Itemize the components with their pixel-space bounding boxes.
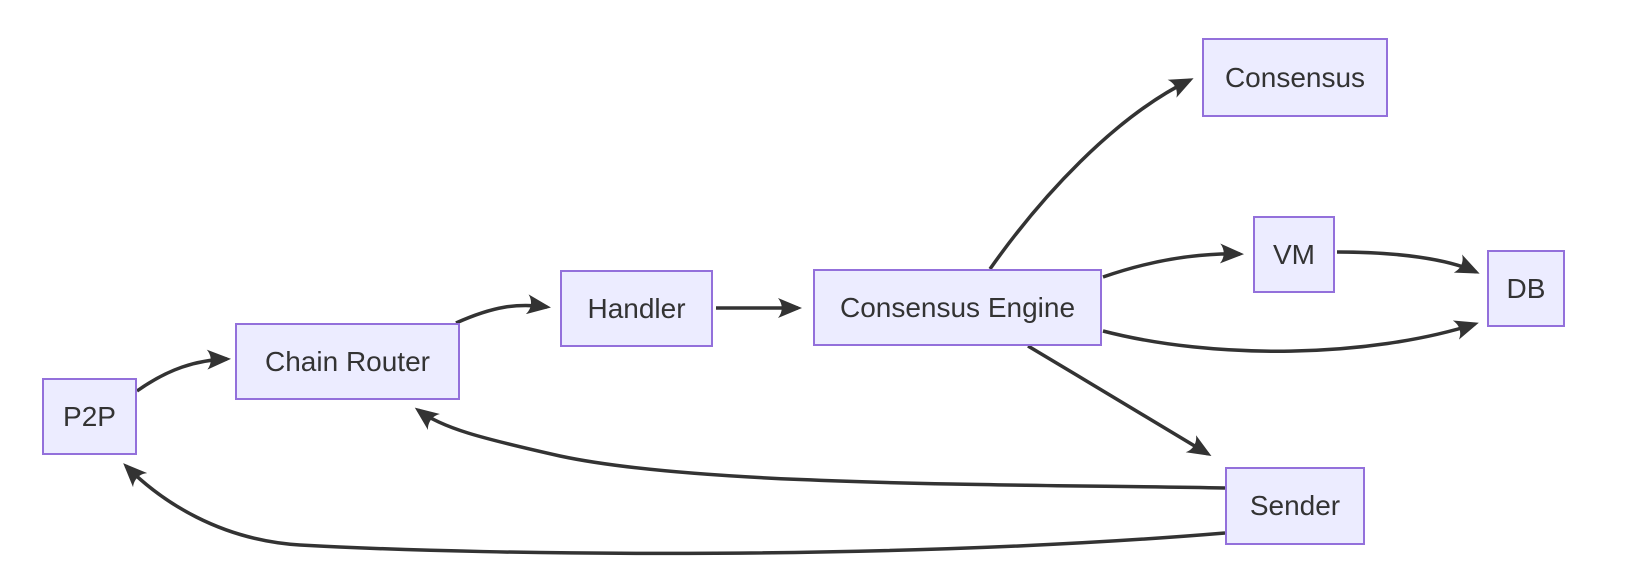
node-handler-label: Handler <box>587 292 686 324</box>
edge-sender-to-chain-router <box>414 407 1226 490</box>
edge-sender-to-p2p <box>123 463 1226 556</box>
node-db-label: DB <box>1506 272 1546 304</box>
node-chain-router-label: Chain Router <box>265 345 430 377</box>
edge-p2p-to-chain-router <box>135 349 231 393</box>
node-p2p-label: P2P <box>63 400 116 432</box>
node-vm-label: VM <box>1273 238 1315 270</box>
node-consensus: Consensus <box>1202 38 1388 117</box>
edge-consensus-engine-to-vm <box>1102 243 1244 279</box>
edge-consensus-engine-to-consensus <box>988 78 1194 271</box>
node-consensus-label: Consensus <box>1224 61 1366 93</box>
edge-vm-to-db <box>1336 250 1480 274</box>
node-handler: Handler <box>560 270 713 347</box>
node-consensus-engine-label: Consensus Engine <box>839 291 1076 323</box>
node-chain-router: Chain Router <box>235 323 460 400</box>
node-sender-label: Sender <box>1249 490 1341 521</box>
node-consensus-engine: Consensus Engine <box>813 269 1102 346</box>
edge-consensus-engine-to-db <box>1102 320 1479 353</box>
node-db: DB <box>1487 250 1565 327</box>
node-sender: Sender <box>1225 467 1365 545</box>
edge-chain-router-to-handler <box>455 294 551 325</box>
node-vm: VM <box>1253 216 1335 293</box>
node-p2p: P2P <box>42 378 137 455</box>
edge-consensus-engine-to-sender <box>1027 344 1212 457</box>
